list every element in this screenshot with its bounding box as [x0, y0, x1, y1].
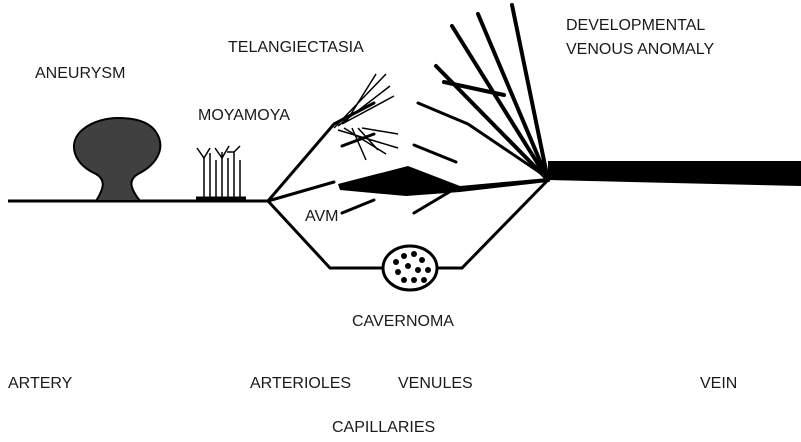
label-dva-line2: VENOUS ANOMALY — [566, 41, 715, 58]
vein-trunk — [548, 161, 801, 186]
aneurysm-shape — [74, 118, 160, 201]
label-dva-line1: DEVELOPMENTAL — [566, 17, 705, 34]
label-arterioles: ARTERIOLES — [250, 375, 351, 392]
label-vein: VEIN — [700, 375, 737, 392]
label-aneurysm: ANEURYSM — [35, 65, 125, 82]
label-telangiectasia: TELANGIECTASIA — [228, 39, 364, 56]
telangiectasia-vessels — [334, 74, 398, 160]
cavernoma-shape — [383, 246, 437, 290]
label-cavernoma: CAVERNOMA — [352, 313, 454, 330]
avm-nidus — [338, 166, 548, 196]
moyamoya-vessels — [196, 146, 246, 198]
label-avm: AVM — [305, 208, 338, 225]
dva-branches — [436, 5, 548, 180]
label-capillaries: CAPILLARIES — [332, 419, 435, 436]
label-venules: VENULES — [398, 375, 473, 392]
label-artery: ARTERY — [8, 375, 73, 392]
label-moyamoya: MOYAMOYA — [198, 107, 290, 124]
